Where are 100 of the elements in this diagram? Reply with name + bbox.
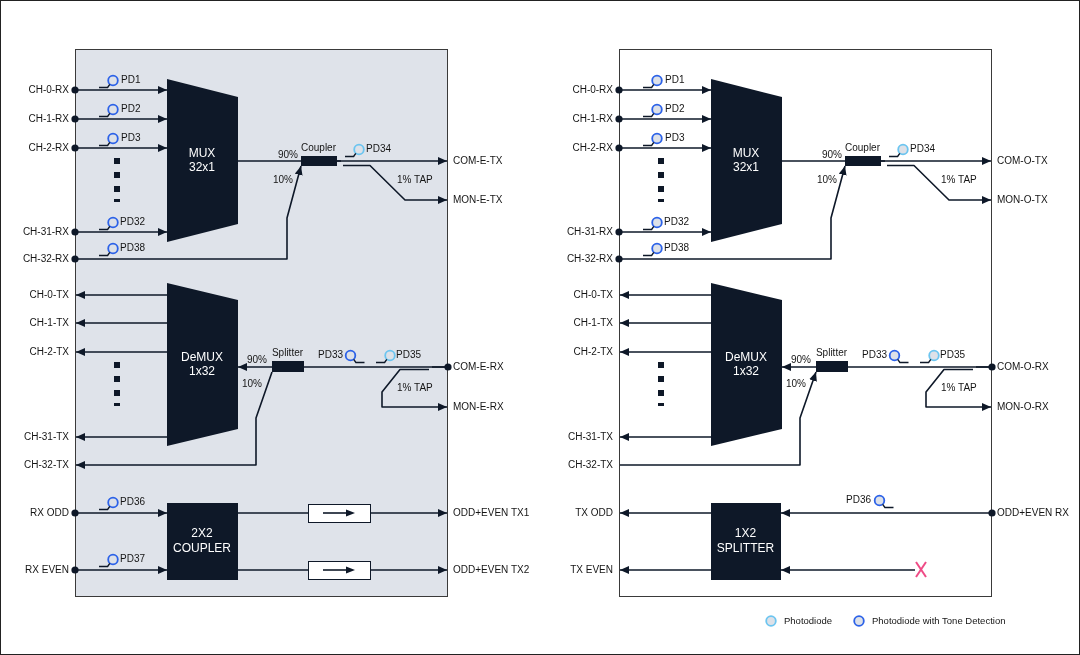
arrow [381,366,449,411]
arrow [71,86,168,94]
photodiode-label: PD1 [665,74,685,86]
port-label: CH-1-RX [28,113,69,125]
port-label: MON-E-RX [453,401,504,413]
photodiode-label: PD36 [846,494,871,506]
port-label: COM-O-TX [997,155,1048,167]
arrow [71,566,168,574]
port-label: CH-31-RX [22,226,69,238]
arrow [71,165,303,263]
port-label: CH-2-RX [28,142,69,154]
port-label: CH-32-TX [24,459,69,471]
photodiode-label: PD1 [121,74,141,86]
port-label: COM-E-TX [453,155,503,167]
port-label: CH-0-TX [573,289,613,301]
cross-icon [914,560,927,578]
legend-label: Photodiode [784,615,833,627]
port-label: CH-1-TX [29,317,69,329]
port-label: CH-31-TX [24,431,69,443]
arrow [619,509,712,517]
port-label: CH-2-TX [29,346,69,358]
port-label: CH-31-TX [568,431,613,443]
photodiode-label: PD34 [910,143,935,155]
photodiode-label: PD2 [665,103,685,115]
port-label: CH-32-RX [566,253,613,265]
arrow [75,348,168,356]
edge-label: 10% [817,174,837,186]
multiplexer-block: MUX 32x1 [166,78,238,242]
photodiode-label: PD38 [664,242,689,254]
port-label: ODD+EVEN RX [997,507,1069,519]
port-label: CH-32-RX [22,253,69,265]
port-label: CH-0-TX [29,289,69,301]
arrow [780,509,996,517]
arrow [619,348,712,356]
edge-label: 90% [822,149,842,161]
photodiode-label: PD2 [121,103,141,115]
connector-line [781,160,846,162]
edge-label: 10% [786,378,806,390]
port-label: RX ODD [30,507,69,519]
component-label: Splitter [271,346,304,359]
port-label: CH-1-TX [573,317,613,329]
photodiode-label: PD37 [120,553,145,565]
arrow [615,228,712,236]
edge-label: 1% TAP [941,174,977,186]
arrow [781,363,817,371]
arrow [619,566,712,574]
port-label: CH-31-RX [566,226,613,238]
multiplexer-block: MUX 32x1 [710,78,782,242]
photodiode-label: PD36 [120,496,145,508]
arrow [237,363,273,371]
photodiode-label: PD3 [121,132,141,144]
edge-label: 1% TAP [397,382,433,394]
port-label: MON-E-TX [453,194,503,206]
photodiode-label: PD35 [940,349,965,361]
port-label: TX EVEN [570,564,613,576]
edge-label: 90% [278,149,298,161]
edge-label: 90% [791,354,811,366]
port-label: CH-1-RX [572,113,613,125]
port-label: MON-O-RX [997,401,1049,413]
arrow [615,165,847,263]
connector-line [237,512,309,514]
photodiode-label: PD33 [862,349,887,361]
isolator-box [307,503,371,523]
connector-line [847,363,996,371]
arrow [336,160,448,204]
isolator-box [307,560,371,580]
connector-line [237,160,302,162]
photodiode-label: PD34 [366,143,391,155]
edge-label: 10% [242,378,262,390]
arrow [619,319,712,327]
port-label: RX EVEN [25,564,69,576]
port-label: CH-2-TX [573,346,613,358]
legend-label: Photodiode with Tone Detection [872,615,1006,627]
coupler-block: 2X2 COUPLER [166,502,238,580]
arrow [75,291,168,299]
arrow [71,228,168,236]
arrow [75,319,168,327]
component-label: Coupler [300,141,337,154]
arrow [615,115,712,123]
arrow [75,433,168,441]
port-label: CH-32-TX [568,459,613,471]
arrow [71,115,168,123]
arrow [370,509,448,517]
photodiode-label: PD32 [120,216,145,228]
arrow [925,366,993,411]
port-label: COM-E-RX [453,361,504,373]
demultiplexer-block: DeMUX 1x32 [166,282,238,446]
connector-line [303,363,452,371]
photodiode-label: PD38 [120,242,145,254]
port-label: CH-2-RX [572,142,613,154]
edge-label: 1% TAP [941,382,977,394]
arrow [619,291,712,299]
port-label: ODD+EVEN TX1 [453,507,530,519]
arrow [75,371,273,469]
port-label: TX ODD [575,507,613,519]
photodiode-label: PD35 [396,349,421,361]
module-panel [619,49,992,597]
arrow [780,566,916,574]
arrow [619,433,712,441]
photodiode-label: PD3 [665,132,685,144]
